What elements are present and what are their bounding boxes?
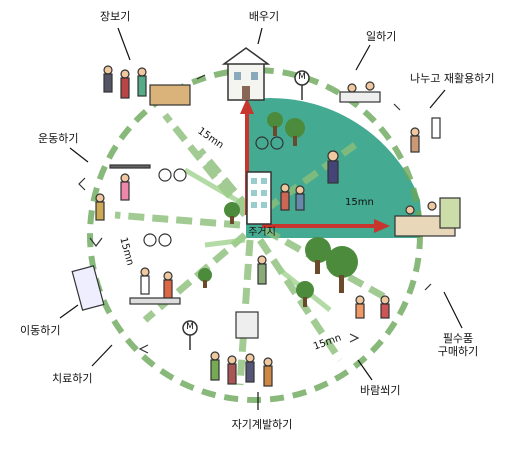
label-moving: 이동하기 xyxy=(20,324,61,337)
mobility-signs xyxy=(71,74,432,354)
label-learning: 배우기 xyxy=(248,10,280,23)
label-working: 일하기 xyxy=(366,30,397,43)
metro-sign-bottom xyxy=(182,320,198,350)
trees xyxy=(198,112,358,307)
label-fresh-air: 바람쐬기 xyxy=(360,384,401,397)
label-shopping: 장보기 xyxy=(100,10,131,23)
route-time-label-east: 15mn xyxy=(345,197,374,208)
metro-sign-top xyxy=(294,70,310,100)
label-self-development: 자기계발하기 xyxy=(231,418,293,431)
school-building xyxy=(221,47,271,101)
label-essentials-line1: 필수품 xyxy=(442,332,474,345)
callout-lines xyxy=(59,27,463,410)
metro-sign-top-letter: M xyxy=(298,72,306,82)
people-figures xyxy=(95,65,461,387)
metro-sign-bottom-letter: M xyxy=(186,322,194,332)
residence-building xyxy=(246,171,272,225)
residence-label: 주거지 xyxy=(248,227,276,238)
label-healthcare: 치료하기 xyxy=(52,372,93,385)
label-sharing-recycling: 나누고 재활용하기 xyxy=(410,72,495,85)
label-exercise: 운동하기 xyxy=(38,132,79,145)
label-essentials-line2: 구매하기 xyxy=(437,345,479,358)
label-essentials: 필수품 구매하기 xyxy=(428,332,488,358)
